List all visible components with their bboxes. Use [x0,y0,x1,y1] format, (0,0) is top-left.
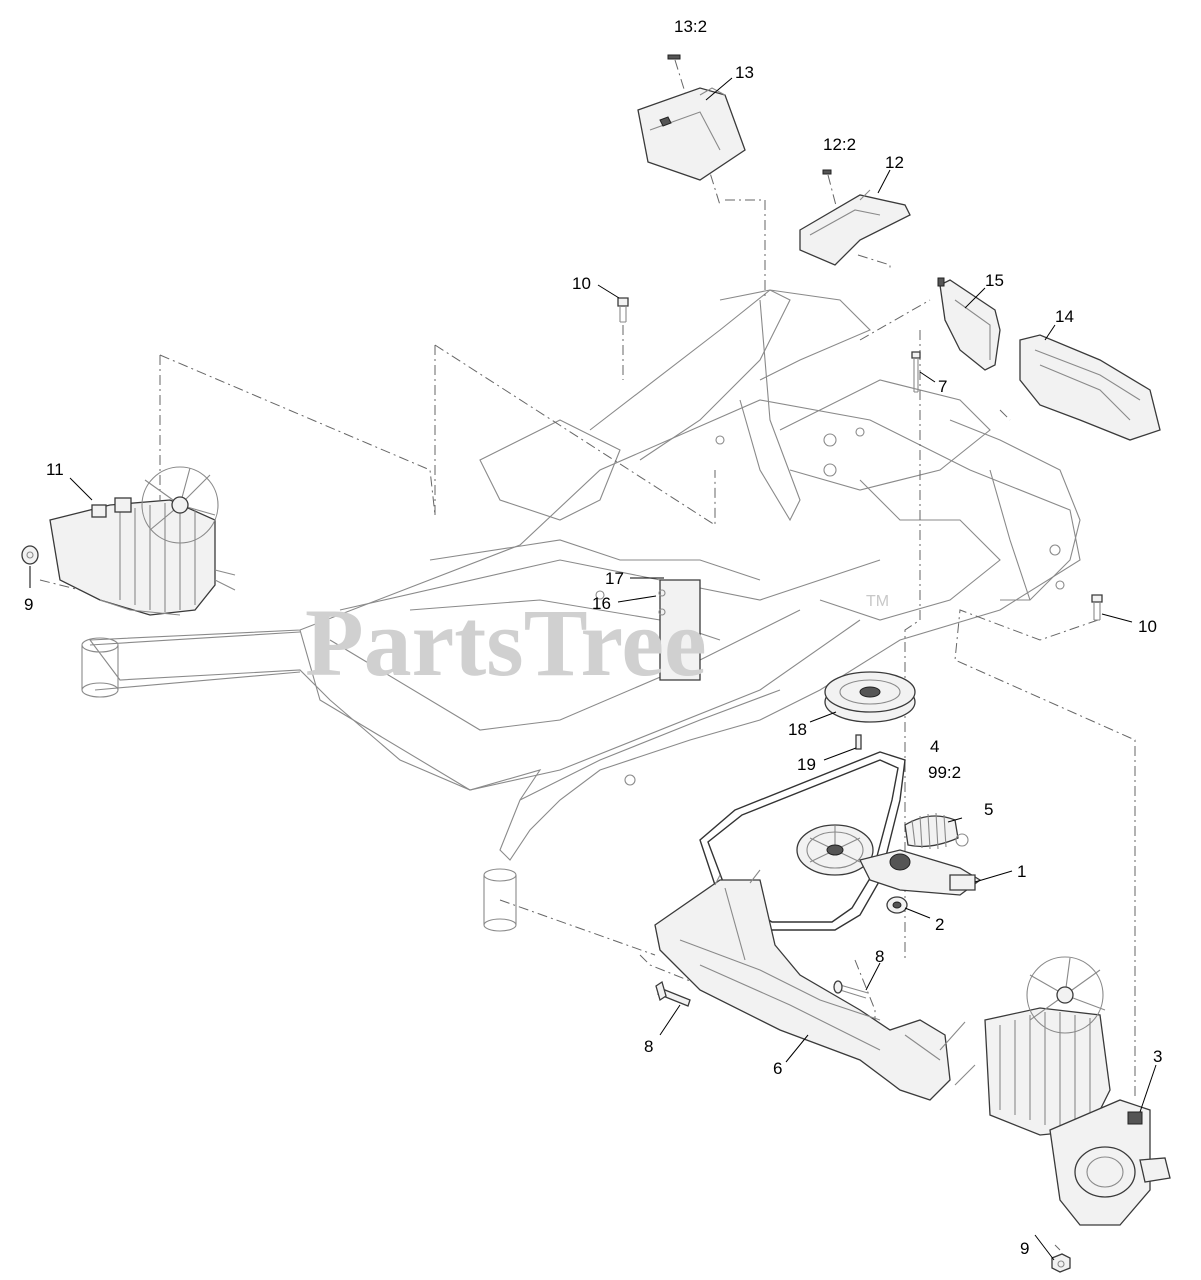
callout-14: 14 [1055,307,1074,326]
bracket-part-15 [937,277,1001,371]
bolt-10-top [617,297,629,323]
washer-part-2 [886,896,908,914]
screw-13-2 [667,54,681,60]
callout-8-right: 8 [875,947,884,966]
bolt-8-right [833,980,869,999]
nut-9-bottom [1051,1253,1071,1273]
callout-1: 1 [1017,862,1026,881]
callout-10-right: 10 [1138,617,1157,636]
callout-10-top: 10 [572,274,591,293]
callout-99-2: 99:2 [928,763,961,782]
callout-17: 17 [605,569,624,588]
key-part-19 [855,734,862,750]
leader-lines [29,77,1157,1261]
spring-part-5 [904,812,969,850]
callout-12-2: 12:2 [823,135,856,154]
bolt-7 [911,351,921,393]
watermark-text: PartsTree [305,589,707,696]
callout-12: 12 [885,153,904,172]
transaxle-part-11 [49,466,236,616]
idler-arm-part-1 [796,824,982,896]
callout-9-left: 9 [24,595,33,614]
transaxle-part-3 [984,956,1171,1226]
bolt-10-right [1091,594,1103,621]
bolt-8-left [655,980,691,1007]
callout-5: 5 [984,800,993,819]
callout-4: 4 [930,737,939,756]
callout-16: 16 [592,594,611,613]
belt-part-4 [699,751,906,931]
callout-13: 13 [735,63,754,82]
callout-18: 18 [788,720,807,739]
nut-9-left [21,545,39,565]
callout-6: 6 [773,1059,782,1078]
cover-part-14 [1019,334,1161,441]
callout-3: 3 [1153,1047,1162,1066]
pulley-part-18 [824,671,916,723]
callout-9-bottom: 9 [1020,1239,1029,1258]
plate-part-16-17 [658,579,701,681]
watermark-trademark: TM [866,593,889,610]
bracket-part-6 [654,869,976,1101]
shield-part-13 [637,87,746,181]
callout-11: 11 [46,460,64,479]
shield-part-12 [799,189,911,266]
callout-19: 19 [797,755,816,774]
callout-15: 15 [985,271,1004,290]
screw-12-2 [822,169,832,175]
callout-13-2: 13:2 [674,17,707,36]
callout-7: 7 [938,377,947,396]
callout-8-left: 8 [644,1037,653,1056]
callout-2: 2 [935,915,944,934]
